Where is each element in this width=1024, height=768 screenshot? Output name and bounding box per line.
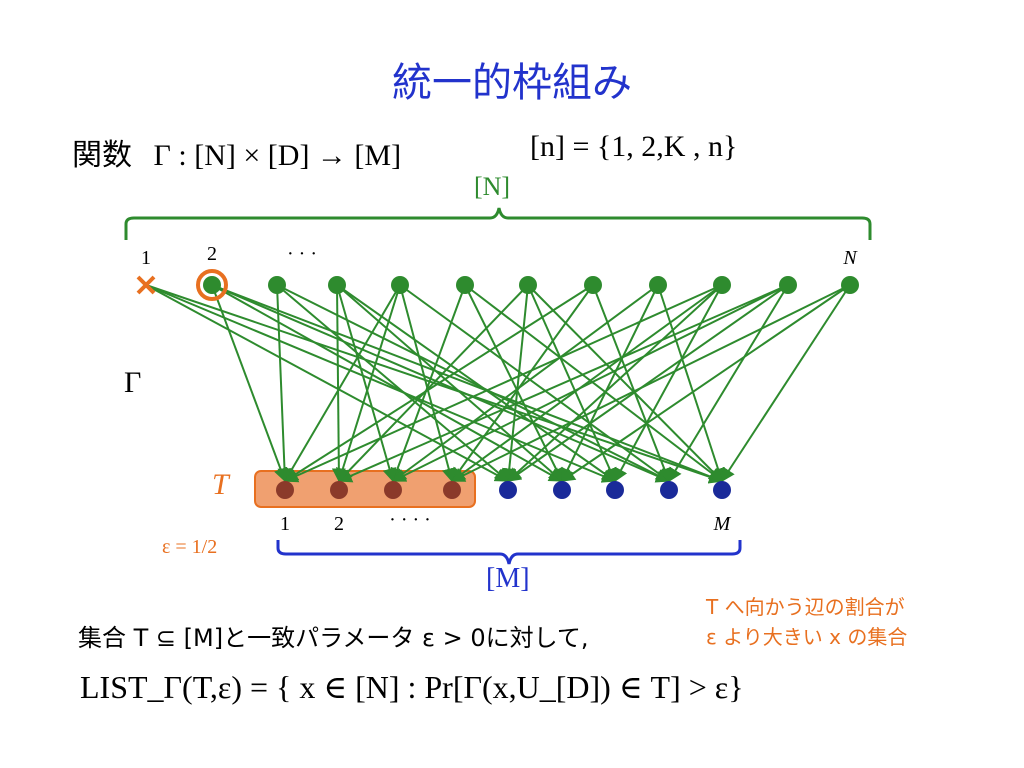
graph-edge xyxy=(390,284,466,483)
graph-edge xyxy=(283,284,723,483)
bottom-node xyxy=(553,481,571,499)
graph-edge xyxy=(331,284,346,483)
top-node xyxy=(203,276,221,294)
bottom-brace xyxy=(276,540,742,565)
bottom-node-in-t xyxy=(443,481,461,499)
graph-edge xyxy=(391,284,659,482)
graph-edge xyxy=(211,284,724,484)
function-definition: 関数 Γ : [N] × [D] → [M] xyxy=(72,130,401,174)
graph-edge xyxy=(527,284,723,482)
graph-edge xyxy=(668,284,789,483)
graph-edge xyxy=(450,284,851,482)
graph-edge xyxy=(450,284,723,482)
bottom-node-in-t xyxy=(276,481,294,499)
top-brace xyxy=(124,207,872,240)
top-node-label: 2 xyxy=(207,243,217,265)
graph-edge xyxy=(336,284,397,483)
graph-edge xyxy=(283,284,594,482)
bottom-node-label: M xyxy=(713,513,732,535)
graph-edge xyxy=(276,284,671,482)
graph-edge xyxy=(336,284,617,482)
bottom-node-in-t xyxy=(384,481,402,499)
top-node xyxy=(456,276,474,294)
function-signature: Γ : [N] × [D] → [M] xyxy=(153,139,402,172)
bottom-node xyxy=(499,481,517,499)
graph-edge xyxy=(211,284,564,482)
top-node xyxy=(649,276,667,294)
top-node-label: 1 xyxy=(141,247,151,269)
top-node-excluded xyxy=(136,275,156,295)
graph-edge xyxy=(276,284,510,482)
graph-edge xyxy=(506,284,789,482)
top-node xyxy=(328,276,346,294)
bottom-node-ellipsis: · · · · xyxy=(389,509,431,531)
note-line-2: ε より大きい x の集合 xyxy=(706,625,908,649)
graph-edge xyxy=(399,284,671,482)
graph-edge xyxy=(338,284,529,483)
graph-edge xyxy=(145,284,510,482)
bottom-brace-label: [M] xyxy=(486,563,530,594)
graph-edge xyxy=(560,284,851,482)
top-node xyxy=(841,276,859,294)
graph-edge xyxy=(502,284,529,483)
top-node xyxy=(713,276,731,294)
graph-edge xyxy=(657,284,725,483)
graph-edge xyxy=(614,284,723,483)
graph-edge xyxy=(284,284,401,483)
graph-edge xyxy=(145,284,617,483)
bottom-node xyxy=(660,481,678,499)
set-definition: [n] = {1, 2,Κ , n} xyxy=(530,130,738,163)
top-node-label: N xyxy=(842,247,858,269)
top-node xyxy=(779,276,797,294)
graph-edge xyxy=(337,284,789,483)
graph-edge xyxy=(276,284,292,483)
set-t-highlight xyxy=(254,470,476,508)
list-formula: LIST_Γ(T,ε) = { x ∈ [N] : Pr[Γ(x,U_[D]) … xyxy=(80,669,744,705)
graph-edge xyxy=(464,284,724,482)
gamma-label: Γ xyxy=(124,366,142,399)
graph-edge xyxy=(592,284,671,483)
note-line-1: T へ向かう辺の割合が xyxy=(706,595,905,619)
top-brace-label: [N] xyxy=(474,172,511,201)
set-t-label: T xyxy=(212,468,229,501)
edge-ratio-note: T へ向かう辺の割合が ε より大きい x の集合 xyxy=(706,592,907,652)
top-node-selected-ring xyxy=(196,269,228,301)
top-node xyxy=(268,276,286,294)
set-statement: 集合 T ⊆ [M]と一致パラメータ ε > 0に対して, xyxy=(78,624,589,652)
graph-edge xyxy=(561,284,659,483)
top-node xyxy=(391,276,409,294)
bottom-node xyxy=(606,481,624,499)
graph-edge xyxy=(464,284,563,483)
epsilon-label: ε = 1/2 xyxy=(162,536,218,558)
graph-edge xyxy=(506,284,723,482)
bottom-node-label: 1 xyxy=(280,513,290,535)
graph-edge xyxy=(391,284,789,482)
graph-edge xyxy=(721,284,851,483)
slide-title: 統一的枠組み xyxy=(392,60,632,106)
bottom-node xyxy=(713,481,731,499)
bottom-node-label: 2 xyxy=(334,513,344,535)
graph-edge xyxy=(399,284,456,483)
top-node xyxy=(584,276,602,294)
graph-edge xyxy=(336,284,401,483)
graph-edge xyxy=(211,284,288,483)
function-label: 関数 xyxy=(72,138,132,173)
graph-edge xyxy=(336,284,564,482)
top-node-ellipsis: · · · xyxy=(287,243,317,265)
top-node xyxy=(519,276,537,294)
bottom-node-in-t xyxy=(330,481,348,499)
graph-edge xyxy=(451,284,594,483)
